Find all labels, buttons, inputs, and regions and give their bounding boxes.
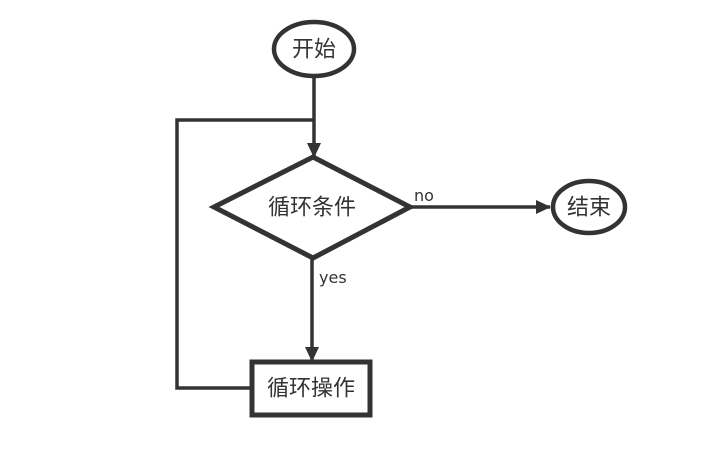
- condition-node-label: 循环条件: [268, 196, 356, 221]
- start-node-label: 开始: [292, 38, 336, 63]
- operation-node: [249, 359, 373, 418]
- edge-label-no: no: [414, 186, 434, 205]
- edge-label-yes: yes: [319, 268, 347, 287]
- condition-node: [208, 154, 416, 261]
- edge-loopback: [175, 118, 313, 390]
- end-node: [550, 178, 628, 236]
- operation-node-label: 循环操作: [267, 377, 355, 402]
- start-node: [271, 19, 357, 79]
- end-node-label: 结束: [567, 196, 611, 221]
